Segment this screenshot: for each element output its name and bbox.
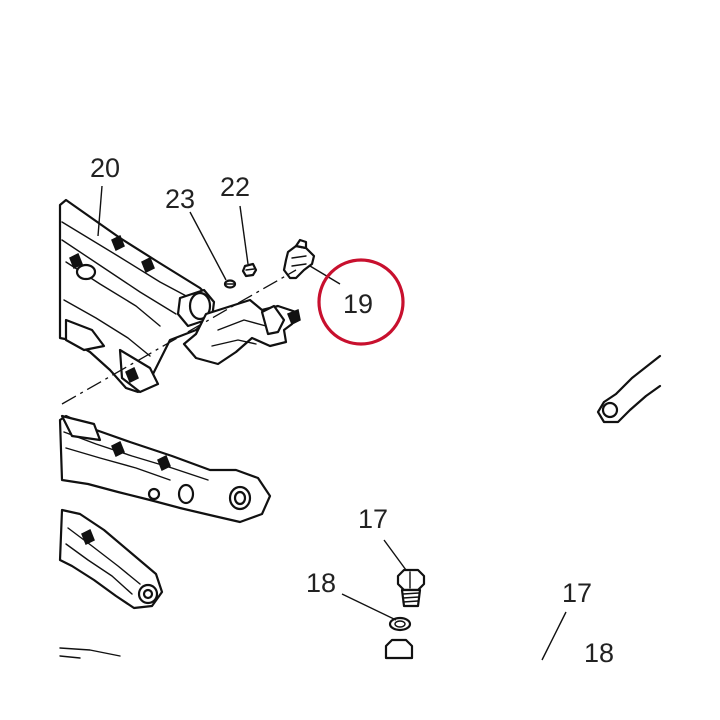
clip-part-19[interactable] bbox=[282, 238, 316, 280]
callout-22[interactable]: 22 bbox=[220, 172, 250, 202]
callout-23[interactable]: 23 bbox=[165, 184, 195, 214]
washer-part-18[interactable] bbox=[388, 616, 412, 632]
swing-arm[interactable] bbox=[58, 414, 272, 610]
banjo-bolt-part-17[interactable] bbox=[396, 568, 426, 608]
callout-17-a[interactable]: 17 bbox=[358, 504, 388, 534]
leader-lines bbox=[97, 185, 567, 661]
callout-17-b[interactable]: 17 bbox=[562, 578, 592, 608]
callout-20[interactable]: 20 bbox=[90, 153, 120, 183]
bolt-part-22[interactable] bbox=[241, 262, 258, 278]
assembly-centerline bbox=[61, 269, 297, 405]
fitting-body[interactable] bbox=[384, 638, 414, 660]
base-fragment bbox=[59, 647, 121, 659]
callout-19[interactable]: 19 bbox=[343, 289, 373, 319]
pin-part-23[interactable] bbox=[223, 279, 237, 289]
callout-18-b[interactable]: 18 bbox=[584, 638, 614, 668]
curved-link[interactable] bbox=[596, 354, 662, 424]
bracket-part-20[interactable] bbox=[58, 198, 301, 394]
callout-18-a[interactable]: 18 bbox=[306, 568, 336, 598]
highlight-circle bbox=[317, 258, 405, 346]
